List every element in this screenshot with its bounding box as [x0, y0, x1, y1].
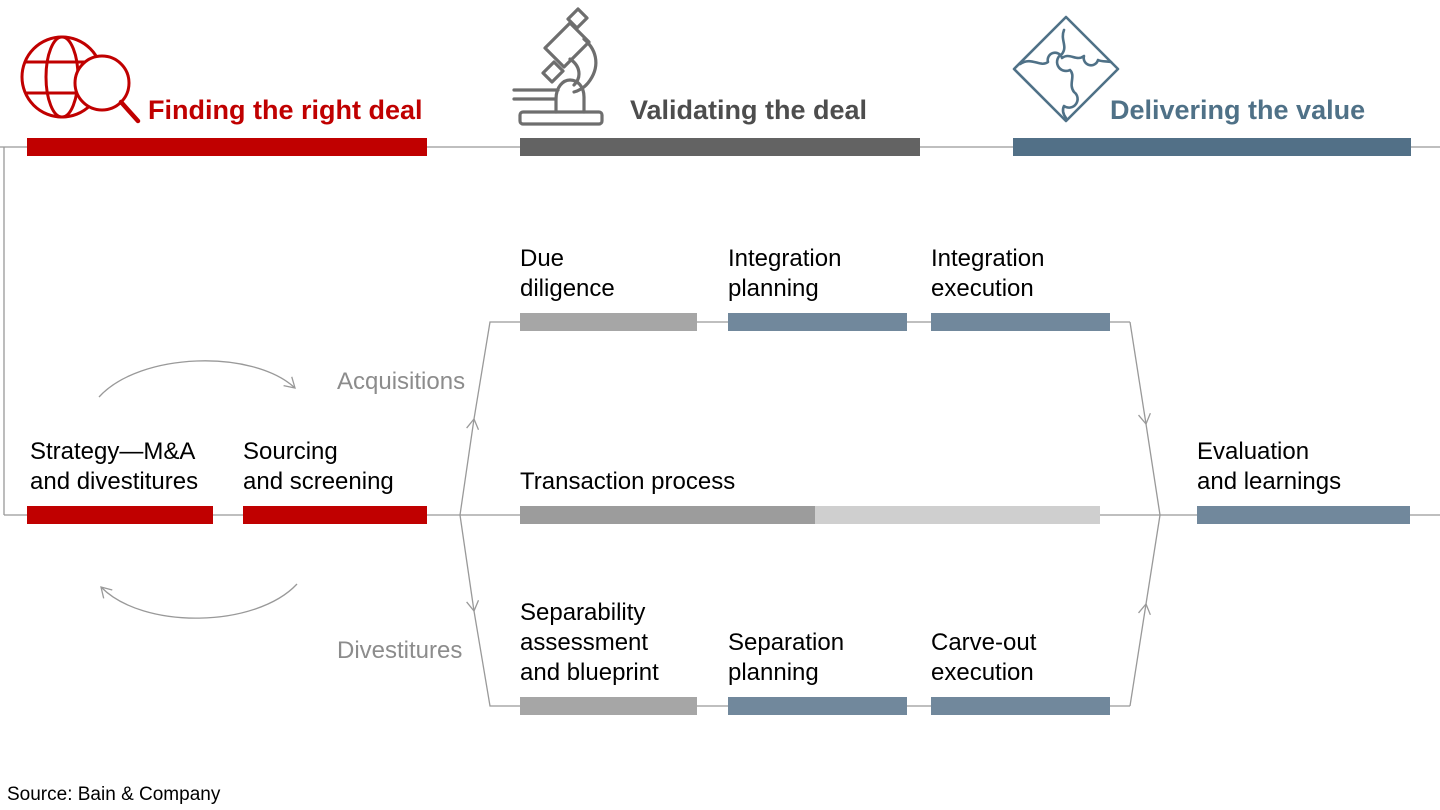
branch-label-divestitures: Divestitures: [337, 637, 463, 664]
cycle-arc-bottom: [100, 583, 298, 619]
step-bar-sourcing: [243, 506, 427, 524]
merge-up-line: [1145, 514, 1161, 605]
step-label-separability: Separability assessment and blueprint: [520, 599, 659, 686]
merge-down-line: [1145, 423, 1161, 516]
step-bar-integration-planning: [728, 313, 907, 331]
step-bar-strategy: [27, 506, 213, 524]
step-label-separation-planning: Separation planning: [728, 629, 845, 686]
phase-title-finding: Finding the right deal: [148, 95, 423, 125]
phase-title-validating: Validating the deal: [630, 95, 868, 125]
source-note: Source: Bain & Company: [7, 784, 221, 805]
step-label-integration-execution: Integration execution: [931, 245, 1045, 302]
acquisitions-row-line: [473, 321, 1130, 420]
phase-bar-validating: [520, 138, 920, 156]
step-bar-separation-planning: [728, 697, 907, 715]
step-label-sourcing: Sourcing and screening: [243, 438, 394, 495]
step-label-strategy: Strategy—M&A and divestitures: [30, 438, 199, 495]
merge-down-arrow-line: [1129, 321, 1151, 426]
phase-bar-delivering: [1013, 138, 1411, 156]
branch-up-arrow-line: [459, 417, 480, 516]
step-label-transaction-process: Transaction process: [520, 468, 736, 495]
step-label-due-diligence: Due diligence: [520, 245, 615, 302]
divestitures-row-line: [473, 610, 1130, 707]
step-bar-due-diligence: [520, 313, 697, 331]
step-bar-integration-execution: [931, 313, 1110, 331]
puzzle-icon: [1012, 15, 1120, 123]
step-label-evaluation: Evaluation and learnings: [1197, 438, 1342, 495]
step-bar-transaction-right: [815, 506, 1100, 524]
phase-title-delivering: Delivering the value: [1110, 95, 1366, 125]
step-bar-separability: [520, 697, 697, 715]
globe-magnifier-icon: [20, 35, 141, 124]
step-bar-transaction-left: [520, 506, 815, 524]
phase-bar-finding: [27, 138, 427, 156]
cycle-arc-top: [98, 360, 296, 398]
merge-up-arrow-line: [1129, 602, 1151, 707]
step-label-integration-planning: Integration planning: [728, 245, 842, 302]
microscope-icon: [512, 7, 604, 126]
branch-label-acquisitions: Acquisitions: [337, 368, 466, 395]
branch-down-arrow-line: [459, 514, 480, 613]
step-bar-evaluation: [1197, 506, 1410, 524]
step-label-carveout-execution: Carve-out execution: [931, 629, 1037, 686]
step-bar-carveout-execution: [931, 697, 1110, 715]
